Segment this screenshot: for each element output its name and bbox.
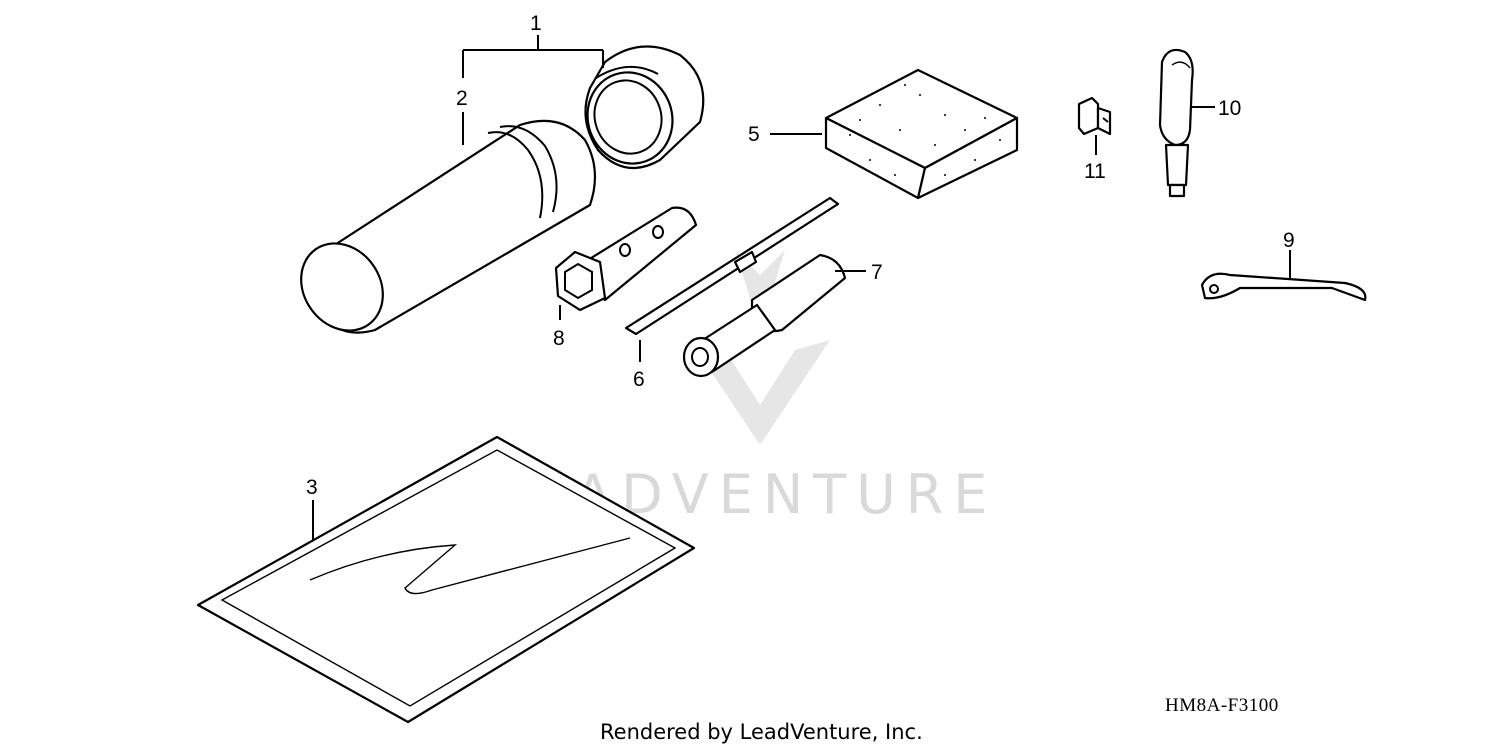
callout-8[interactable]: 8 xyxy=(553,327,565,350)
tool-case-drawing xyxy=(300,45,705,334)
callout-6[interactable]: 6 xyxy=(633,368,645,391)
handle-grip-drawing xyxy=(1158,48,1194,198)
screwdriver-handle-drawing xyxy=(682,253,847,378)
leader-lines xyxy=(312,35,1291,540)
callout-1[interactable]: 1 xyxy=(530,12,542,35)
callout-5[interactable]: 5 xyxy=(748,123,760,146)
callout-11[interactable]: 11 xyxy=(1084,160,1106,183)
watermark-logo-icon xyxy=(690,250,830,445)
box-wrench-drawing xyxy=(554,206,698,312)
callout-9[interactable]: 9 xyxy=(1283,229,1295,252)
fuse-drawing xyxy=(1077,96,1112,136)
sponge-drawing xyxy=(824,68,1019,200)
diagram-code: HM8A-F3100 xyxy=(1165,695,1279,716)
footer-credit: Rendered by LeadVenture, Inc. xyxy=(600,720,923,744)
callout-3[interactable]: 3 xyxy=(306,476,318,499)
callout-2[interactable]: 2 xyxy=(456,87,468,110)
screwdriver-shaft-drawing xyxy=(624,196,840,336)
spanner-drawing xyxy=(1200,272,1367,302)
callout-10[interactable]: 10 xyxy=(1218,97,1241,120)
manual-bag-drawing xyxy=(196,435,696,724)
callouts: 1 2 3 5 6 7 8 9 10 11 xyxy=(306,12,1295,499)
callout-7[interactable]: 7 xyxy=(871,261,883,284)
